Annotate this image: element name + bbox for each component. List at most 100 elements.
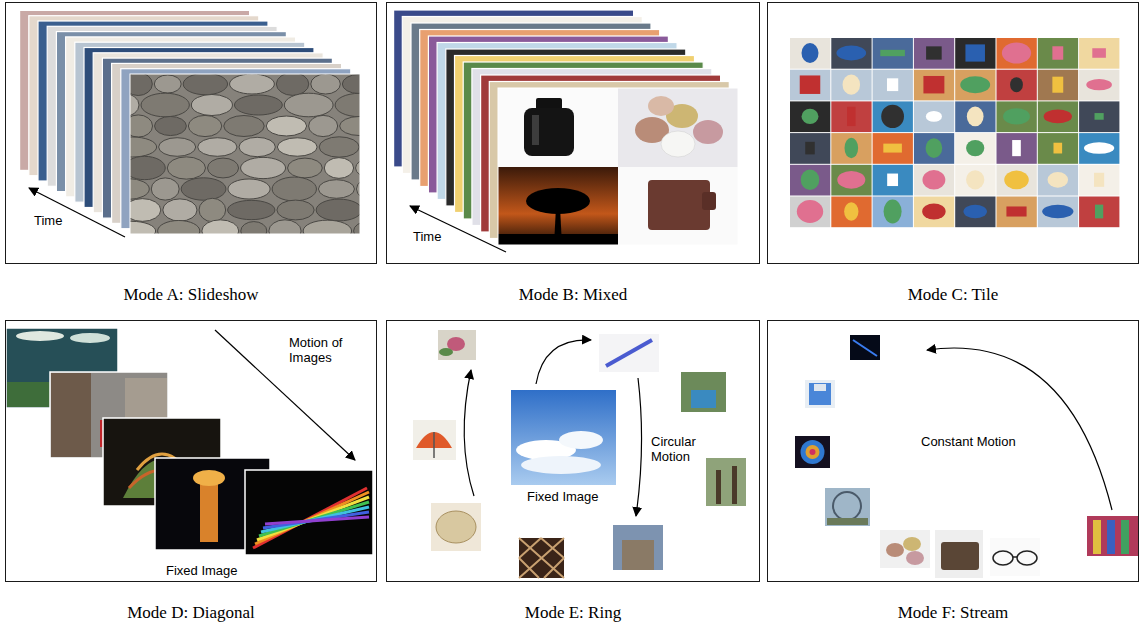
stone	[303, 220, 351, 234]
photo-shape	[1107, 520, 1115, 554]
photo-shape	[806, 445, 820, 459]
stone	[188, 115, 221, 136]
stone	[316, 199, 360, 221]
tile-photo	[1079, 70, 1119, 101]
panel-label: Fixed Image	[166, 563, 238, 578]
tile-photo	[1038, 38, 1078, 69]
tile-photo	[955, 38, 995, 69]
panel-label: Fixed Image	[527, 489, 599, 504]
tile-subject	[844, 202, 858, 221]
tile-photo	[997, 101, 1037, 132]
photo-shape	[850, 335, 880, 360]
panel-label: Time	[34, 213, 62, 228]
photo-shape	[795, 436, 830, 468]
tile-subject	[1053, 143, 1062, 154]
stone	[130, 93, 139, 116]
photo-shape	[498, 88, 738, 245]
stone	[228, 179, 270, 199]
photo-shape	[200, 480, 218, 542]
mode-panel: Constant MotionMode F: Stream	[767, 320, 1139, 582]
panel-label: Time	[413, 229, 441, 244]
stone	[241, 222, 267, 234]
photo-shape	[439, 348, 453, 356]
tile-photo	[997, 133, 1037, 164]
photo-shape	[261, 507, 369, 532]
tile-photo	[873, 133, 913, 164]
tile-photo	[790, 165, 830, 196]
tile-subject	[1044, 110, 1072, 124]
photo-shape	[1093, 520, 1101, 554]
tile-photo	[1079, 133, 1119, 164]
stone	[155, 116, 187, 135]
tile-subject	[844, 138, 858, 158]
mode-caption: Mode C: Tile	[768, 285, 1138, 305]
stone	[130, 137, 157, 157]
photo-shape	[801, 440, 825, 464]
tile-subject	[926, 138, 943, 158]
tile-photo	[831, 38, 871, 69]
tile-subject	[922, 170, 945, 189]
mode-caption: Mode D: Diagonal	[6, 603, 376, 623]
tile-photo	[914, 165, 954, 196]
tile-photo	[914, 38, 954, 69]
stone	[228, 200, 275, 219]
photo-shape	[394, 10, 730, 239]
photo-shape	[16, 331, 64, 341]
stone	[309, 115, 338, 136]
tile-photo	[790, 38, 830, 69]
tile-photo	[997, 165, 1037, 196]
tile-subject	[847, 107, 856, 126]
tile-photo	[955, 101, 995, 132]
tile-subject	[965, 44, 985, 61]
stone	[324, 158, 353, 179]
mode-panel: Mode C: Tile	[767, 2, 1139, 264]
photo-shape	[599, 334, 659, 372]
mode-panel: Circular MotionFixed ImageMode E: Ring	[386, 320, 760, 582]
panel-label: Motion of Images	[289, 335, 355, 365]
photo-shape	[622, 540, 654, 570]
tile-photo	[873, 101, 913, 132]
stone	[183, 74, 227, 95]
tile-subject	[1052, 77, 1063, 93]
circular-arrow	[464, 370, 474, 496]
stone	[311, 74, 341, 94]
photo-shape	[706, 458, 746, 506]
photo-shape	[648, 96, 674, 116]
tile-photo	[1079, 197, 1119, 228]
tile-photo	[1038, 133, 1078, 164]
stone	[266, 116, 306, 136]
stone	[202, 220, 239, 234]
mode-panel: Motion of ImagesFixed ImageMode D: Diago…	[5, 320, 377, 582]
tile-photo	[873, 38, 913, 69]
tile-illustration	[767, 2, 1139, 264]
photo-shape	[193, 470, 225, 486]
stone	[154, 75, 181, 93]
photo-shape	[661, 131, 695, 157]
tile-photo	[997, 197, 1037, 228]
photo-shape	[511, 390, 616, 485]
photo-shape	[498, 88, 618, 167]
stone	[191, 94, 232, 115]
stone	[208, 158, 239, 178]
stream-illustration	[767, 320, 1139, 582]
photo-shape	[130, 74, 360, 234]
tile-photo	[1079, 165, 1119, 196]
stone	[318, 180, 354, 199]
tile-photo	[955, 133, 995, 164]
photo-shape	[257, 497, 369, 540]
stone	[340, 116, 360, 135]
tile-subject	[843, 75, 861, 95]
photo-shape	[519, 538, 564, 578]
photo-shape	[648, 180, 710, 230]
stone	[130, 115, 153, 137]
tile-subject	[883, 144, 902, 153]
photo-shape	[810, 449, 816, 455]
stone	[356, 159, 360, 177]
tile-subject	[1086, 79, 1112, 90]
tile-photo	[790, 70, 830, 101]
tile-photo	[1038, 70, 1078, 101]
stone	[199, 198, 226, 221]
stone	[224, 116, 265, 137]
photo-shape	[436, 511, 476, 543]
mode-caption: Mode E: Ring	[387, 603, 759, 623]
